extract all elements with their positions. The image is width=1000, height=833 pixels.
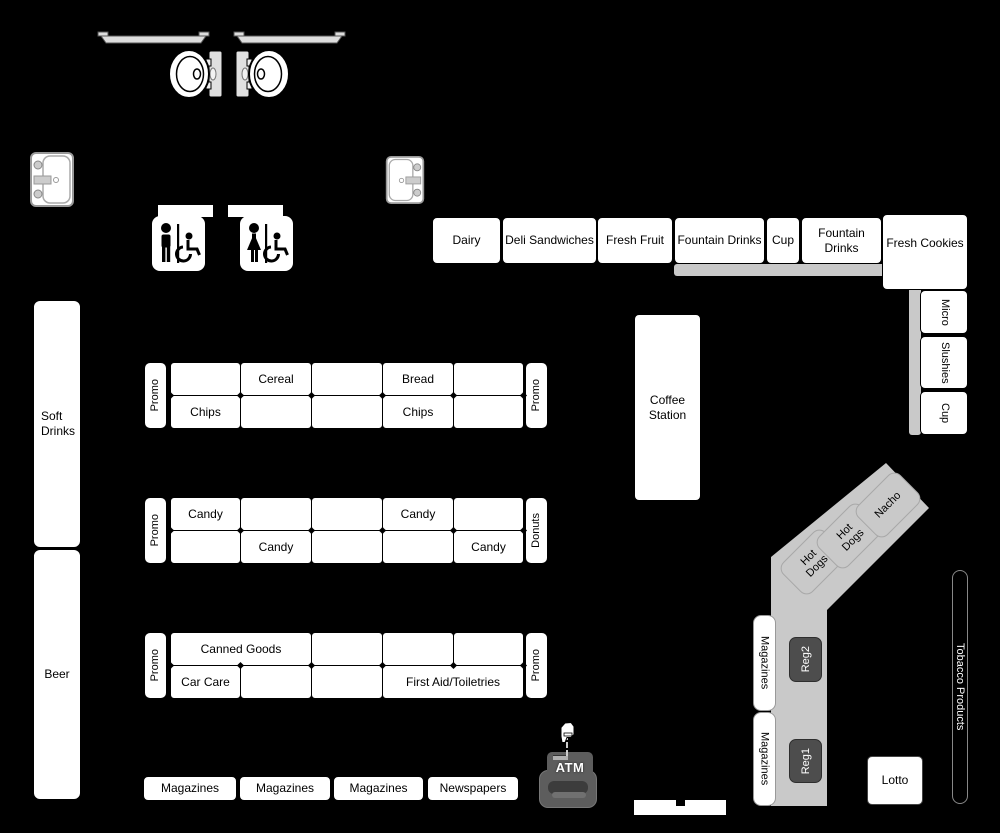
aisle1-end-cap-promo-left: Promo [144, 362, 167, 429]
coffee-station: Coffee Station [634, 314, 701, 501]
aisle3-shelf [311, 632, 383, 666]
womens-restroom-sign [240, 216, 293, 271]
counter-strip-vertical [909, 264, 921, 435]
aisle3-shelf [240, 665, 312, 699]
aisle2-shelf [311, 530, 383, 564]
sink-icon [30, 152, 74, 207]
aisle1-shelf: Chips [170, 395, 241, 429]
aisle1-shelf [311, 395, 383, 429]
atm-card-slot [553, 755, 568, 760]
aisle1-shelf [240, 395, 312, 429]
aisle1-shelf: Cereal [240, 362, 312, 396]
magazines-rack-1: Magazines [143, 776, 237, 801]
entrance-door-notch [676, 800, 685, 806]
restroom-door-tab [228, 205, 283, 217]
aisle1-shelf [170, 362, 241, 396]
shelf-fountain-drinks-1: Fountain Drinks [674, 217, 765, 264]
aisle3-end-cap-promo-left: Promo [144, 632, 167, 699]
atm-label: ATM [555, 760, 585, 775]
shelf-fresh-cookies: Fresh Cookies [882, 214, 968, 290]
man-icon [161, 223, 171, 262]
cooler-soft-drinks: Soft Drinks [33, 300, 81, 548]
aisle2-shelf [240, 497, 312, 531]
aisle2-shelf [382, 530, 454, 564]
aisle2-end-cap-promo-left: Promo [144, 497, 167, 564]
aisle1-end-cap-promo-right: Promo [525, 362, 548, 429]
shelf-cup-2: Cup [920, 391, 968, 435]
magazines-rack-2: Magazines [239, 776, 331, 801]
atm-hand-icon [557, 722, 579, 748]
aisle1-shelf [453, 395, 524, 429]
shelf-fresh-fruit: Fresh Fruit [597, 217, 673, 264]
grab-bar-icon [97, 31, 210, 44]
shelf-micro: Micro [920, 290, 968, 334]
register-reg2: Reg2 [789, 637, 822, 682]
restroom-door-tab [158, 205, 213, 217]
entrance-door [634, 800, 726, 815]
aisle2-shelf: Candy [170, 497, 241, 531]
woman-icon [247, 223, 261, 262]
atm-slot [548, 781, 588, 794]
aisle3-shelf: First Aid/Toiletries [382, 665, 524, 699]
register-reg1: Reg1 [789, 739, 822, 783]
shelf-cup-1: Cup [766, 217, 800, 264]
aisle2-shelf: Candy [453, 530, 524, 564]
aisle2-shelf [311, 497, 383, 531]
grab-bar-icon [233, 31, 346, 44]
aisle2-shelf [453, 497, 524, 531]
wheelchair-icon [263, 232, 289, 263]
sink-icon [383, 156, 427, 204]
aisle1-shelf [453, 362, 524, 396]
counter-strip-horizontal [674, 264, 914, 276]
aisle3-shelf: Car Care [170, 665, 241, 699]
aisle1-shelf: Chips [382, 395, 454, 429]
atm-card-line [566, 734, 568, 756]
magazines-rack-3: Magazines [333, 776, 424, 801]
aisle2-shelf: Candy [240, 530, 312, 564]
aisle3-shelf [453, 632, 524, 666]
shelf-dairy: Dairy [432, 217, 501, 264]
lotto-stand: Lotto [867, 756, 923, 805]
shelf-fountain-drinks-2: Fountain Drinks [801, 217, 882, 264]
toilet-icon [233, 47, 291, 102]
mens-restroom-sign [152, 216, 205, 271]
aisle1-shelf: Bread [382, 362, 454, 396]
magazines-rack-checkout-2: Magazines [753, 712, 776, 806]
aisle1-shelf [311, 362, 383, 396]
cooler-beer: Beer [33, 549, 81, 800]
aisle3-shelf [382, 632, 454, 666]
atm-slot-lip [552, 792, 586, 798]
toilet-icon [167, 47, 225, 102]
wheelchair-icon [175, 232, 201, 263]
magazines-rack-checkout-1: Magazines [753, 615, 776, 711]
aisle2-shelf [170, 530, 241, 564]
shelf-deli-sandwiches: Deli Sandwiches [502, 217, 597, 264]
shelf-slushies: Slushies [920, 336, 968, 389]
newspapers-rack: Newspapers [427, 776, 519, 801]
aisle2-end-cap-donuts: Donuts [525, 497, 548, 564]
aisle2-shelf: Candy [382, 497, 454, 531]
aisle3-shelf: Canned Goods [170, 632, 312, 666]
tobacco-products-shelf: Tobacco Products [952, 570, 968, 804]
aisle3-end-cap-promo-right: Promo [525, 632, 548, 699]
aisle3-shelf [311, 665, 383, 699]
